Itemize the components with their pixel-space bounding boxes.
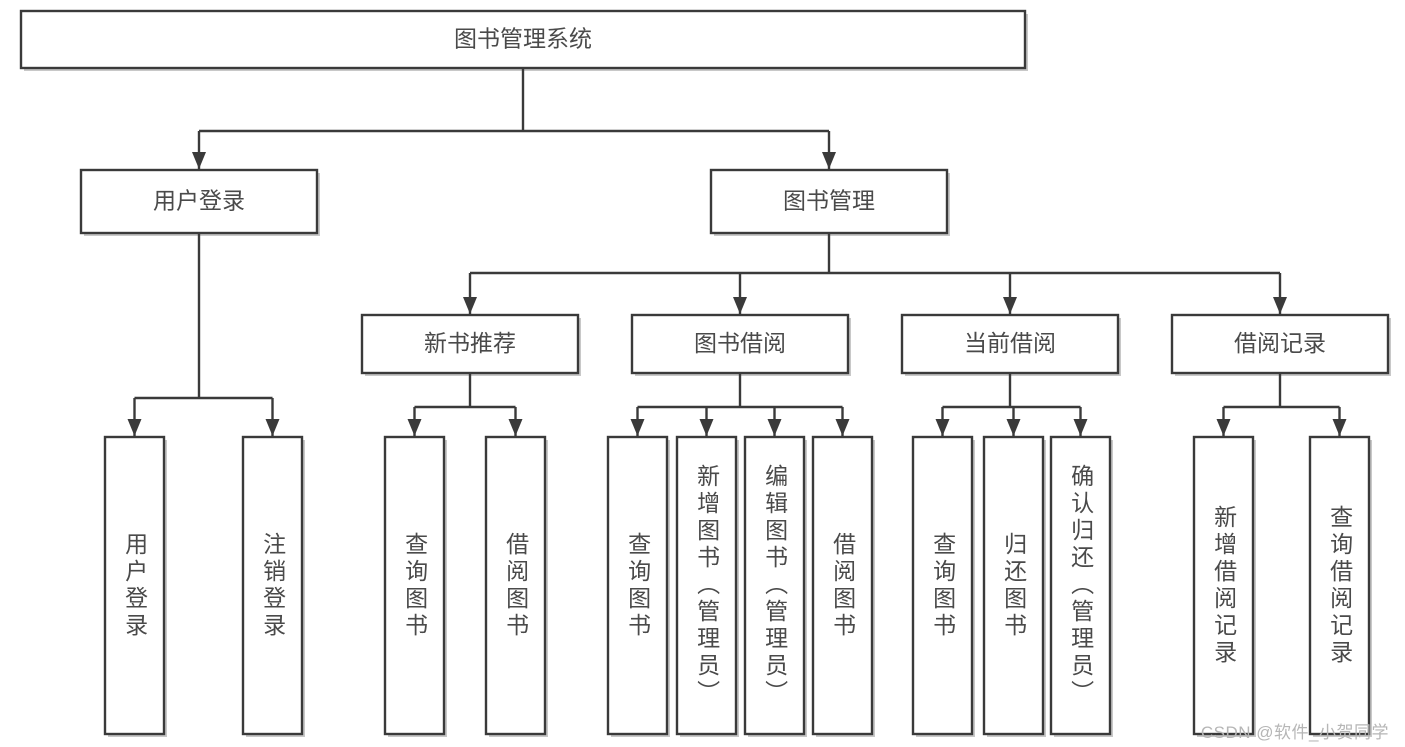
node-box-book-manage[interactable] bbox=[709, 168, 949, 235]
node-label-new-book-rec: 新书推荐 bbox=[424, 330, 516, 356]
arrow-head bbox=[1216, 419, 1231, 436]
node-box-leaf-edit-book[interactable] bbox=[743, 435, 806, 736]
node-box-leaf-borrow-book-rec[interactable] bbox=[484, 435, 547, 736]
arrow-head bbox=[192, 152, 206, 169]
node-box-leaf-user-login[interactable] bbox=[103, 435, 166, 736]
arrow-head bbox=[767, 419, 782, 436]
arrow-head bbox=[630, 419, 645, 436]
csdn-watermark: CSDN @软件_小贺同学 bbox=[1200, 723, 1389, 742]
arrow-head bbox=[127, 419, 142, 436]
arrow-head bbox=[1006, 419, 1021, 436]
node-box-leaf-query-book-borrow[interactable] bbox=[606, 435, 669, 736]
arrow-head bbox=[699, 419, 714, 436]
connector-layer bbox=[127, 68, 1347, 436]
arrow-head bbox=[835, 419, 850, 436]
arrow-head bbox=[822, 152, 836, 169]
node-box-leaf-user-logout[interactable] bbox=[241, 435, 304, 736]
node-box-leaf-query-book-current[interactable] bbox=[911, 435, 974, 736]
node-box-leaf-query-book-rec[interactable] bbox=[383, 435, 446, 736]
node-box-user-login[interactable] bbox=[79, 168, 319, 235]
arrow-head bbox=[1003, 297, 1017, 314]
node-label-book-manage: 图书管理 bbox=[783, 188, 875, 214]
box-layer bbox=[19, 9, 1390, 736]
arrow-head bbox=[1273, 297, 1287, 314]
node-label-user-login: 用户登录 bbox=[153, 188, 245, 214]
node-box-leaf-borrow-book[interactable] bbox=[811, 435, 874, 736]
node-label-book-borrow: 图书借阅 bbox=[694, 330, 786, 356]
arrow-head bbox=[508, 419, 523, 436]
node-box-new-book-rec[interactable] bbox=[360, 313, 580, 375]
node-label-borrow-record: 借阅记录 bbox=[1234, 330, 1326, 356]
node-box-borrow-record[interactable] bbox=[1170, 313, 1390, 375]
arrow-head bbox=[265, 419, 280, 436]
node-label-root: 图书管理系统 bbox=[454, 26, 592, 52]
node-box-book-borrow[interactable] bbox=[630, 313, 850, 375]
node-box-root[interactable] bbox=[19, 9, 1027, 70]
arrow-head bbox=[407, 419, 422, 436]
node-box-leaf-confirm-return[interactable] bbox=[1049, 435, 1112, 736]
arrow-head bbox=[1332, 419, 1347, 436]
node-box-leaf-add-record[interactable] bbox=[1192, 435, 1255, 736]
arrow-head bbox=[463, 297, 477, 314]
node-box-leaf-return-book[interactable] bbox=[982, 435, 1045, 736]
arrow-head bbox=[1073, 419, 1088, 436]
arrow-head bbox=[733, 297, 747, 314]
arrow-head bbox=[935, 419, 950, 436]
node-label-current-borrow: 当前借阅 bbox=[964, 330, 1056, 356]
node-box-current-borrow[interactable] bbox=[900, 313, 1120, 375]
node-box-leaf-query-record[interactable] bbox=[1308, 435, 1371, 736]
node-box-leaf-add-book[interactable] bbox=[675, 435, 738, 736]
